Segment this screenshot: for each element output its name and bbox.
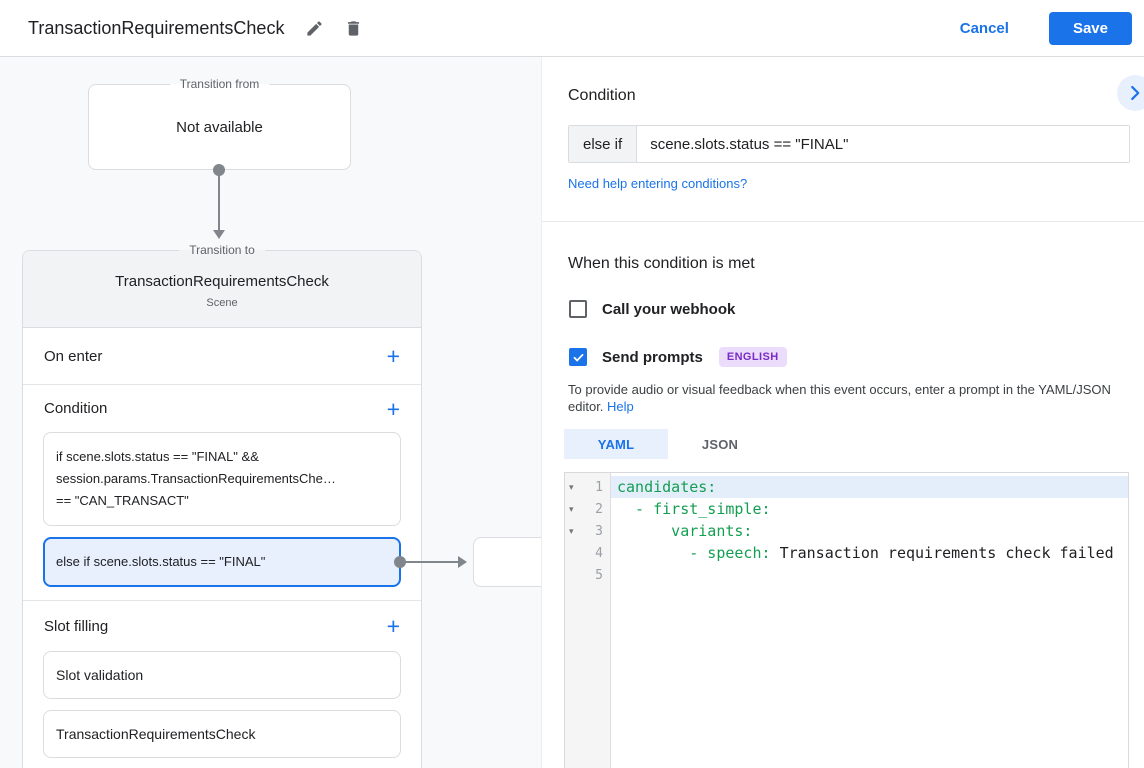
add-on-enter-button[interactable]: + (386, 343, 400, 369)
edit-scene-button[interactable] (300, 14, 329, 43)
condition-cards: if scene.slots.status == "FINAL" &&sessi… (23, 432, 421, 587)
slot-filling-section-label: Slot filling (44, 617, 109, 635)
flow-arrow-down (213, 164, 225, 240)
editor-line[interactable]: - speech: Transaction requirements check… (617, 544, 1114, 562)
connector-dot (394, 556, 406, 568)
transition-from-box[interactable]: Transition from Not available (88, 77, 351, 170)
send-prompts-label: Send prompts (602, 348, 703, 366)
fold-down-icon[interactable]: ▾ (569, 481, 574, 492)
line-number: 2 (595, 501, 603, 517)
condition-expression-row: else if (568, 125, 1130, 163)
connector-line (218, 170, 220, 230)
when-condition-met-heading: When this condition is met (568, 255, 755, 272)
slot-filling-section-header: Slot filling + (23, 601, 421, 651)
slot-card[interactable]: Slot validation (43, 651, 401, 699)
scene-card-title: TransactionRequirementsCheck (115, 273, 329, 290)
section-divider (542, 221, 1144, 222)
flow-canvas: Transition from Not available Transition… (0, 57, 541, 768)
delete-scene-button[interactable] (339, 14, 368, 43)
editor-code-area[interactable]: candidates: - first_simple: variants: - … (611, 473, 1128, 768)
page-header: TransactionRequirementsCheck Cancel Save (0, 0, 1144, 57)
tab-yaml[interactable]: YAML (564, 429, 668, 459)
transition-from-legend: Transition from (169, 77, 270, 91)
transition-to-card: Transition to TransactionRequirementsChe… (22, 243, 422, 768)
editor-line[interactable] (611, 564, 1128, 586)
prompts-description-text: To provide audio or visual feedback when… (568, 382, 1111, 414)
condition-connector (394, 556, 474, 568)
panel-title: Condition (568, 87, 636, 104)
add-icon: + (386, 343, 400, 369)
transition-to-legend: Transition to (179, 243, 265, 257)
language-badge: ENGLISH (718, 347, 787, 367)
line-number: 4 (595, 545, 603, 561)
add-icon: + (386, 395, 400, 422)
pencil-icon (307, 20, 323, 36)
condition-expression-input[interactable] (637, 126, 1129, 162)
transition-from-content: Not available (176, 118, 263, 136)
save-button[interactable]: Save (1048, 11, 1132, 45)
tab-json[interactable]: JSON (701, 436, 739, 452)
editor-line[interactable]: variants: (617, 522, 753, 540)
arrowhead-right-icon (458, 556, 467, 568)
conditions-help-link[interactable]: Need help entering conditions? (568, 176, 748, 191)
page-title: TransactionRequirementsCheck (28, 17, 285, 38)
on-enter-label: On enter (44, 347, 103, 365)
send-prompts-checkbox[interactable] (569, 348, 587, 366)
slot-card[interactable]: TransactionRequirementsCheck (43, 710, 401, 758)
yaml-editor[interactable]: ▾ 1 ▾ 2 ▾ 3 4 5 candidates: - first_simple: var… (564, 472, 1129, 768)
on-enter-row: On enter + (23, 328, 421, 385)
line-number: 5 (595, 567, 603, 583)
editor-gutter: ▾ 1 ▾ 2 ▾ 3 4 5 (565, 473, 611, 768)
prompts-description: To provide audio or visual feedback when… (568, 381, 1118, 415)
condition-prefix-label: else if (569, 126, 638, 162)
line-number: 3 (595, 523, 603, 539)
fold-down-icon[interactable]: ▾ (569, 525, 574, 536)
line-number: 1 (595, 479, 603, 495)
call-webhook-checkbox[interactable] (569, 300, 587, 318)
cancel-button[interactable]: Cancel (959, 19, 1009, 37)
condition-section-label: Condition (44, 400, 108, 417)
trash-icon (348, 20, 360, 36)
collapse-panel-button[interactable] (1117, 75, 1144, 111)
add-icon: + (386, 613, 400, 639)
editor-line[interactable]: candidates: (611, 476, 1128, 498)
scene-card-subtitle: Scene (206, 297, 238, 309)
scene-card-header[interactable]: TransactionRequirementsCheck Scene (23, 251, 421, 328)
fold-down-icon[interactable]: ▾ (569, 503, 574, 514)
webhook-row: Call your webhook (569, 300, 1144, 318)
condition-section: Condition + if scene.slots.status == "FI… (23, 385, 421, 601)
help-link[interactable]: Help (607, 399, 634, 414)
check-icon (573, 353, 583, 362)
add-slot-button[interactable]: + (386, 613, 400, 639)
condition-section-header: Condition + (23, 385, 421, 432)
call-webhook-label: Call your webhook (602, 300, 736, 318)
transition-target-box[interactable] (473, 537, 541, 587)
condition-card[interactable]: if scene.slots.status == "FINAL" &&sessi… (43, 432, 401, 526)
connector-line (404, 561, 460, 563)
condition-card-selected[interactable]: else if scene.slots.status == "FINAL" (43, 537, 401, 587)
add-condition-button[interactable]: + (386, 395, 400, 422)
send-prompts-row: Send prompts ENGLISH (569, 347, 1144, 367)
chevron-right-icon (1131, 85, 1140, 101)
arrowhead-down-icon (213, 230, 225, 239)
editor-format-tabs: YAML JSON (564, 429, 1144, 459)
editor-line[interactable]: - first_simple: (617, 500, 771, 518)
condition-panel: Condition else if Need help entering con… (541, 57, 1144, 768)
